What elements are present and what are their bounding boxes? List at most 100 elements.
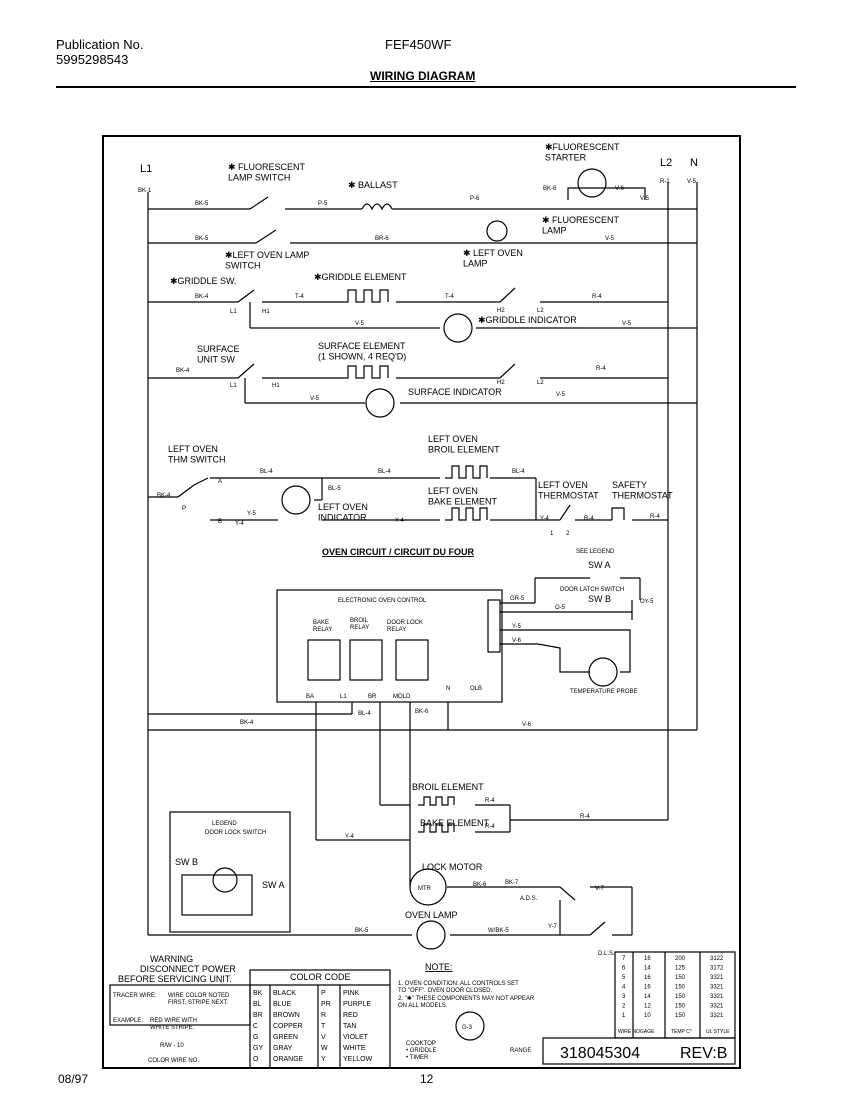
model-number: FEF450WF	[385, 37, 452, 52]
eoc-title: ELECTRONIC OVEN CONTROL	[338, 598, 427, 604]
surface-indicator-icon	[365, 388, 395, 418]
color-code-cell: R	[321, 1012, 326, 1019]
wire-t4-left: T-4	[295, 294, 304, 300]
bake-relay-icon	[307, 639, 341, 681]
color-code-cell: GRAY	[273, 1045, 293, 1052]
terminal-b: B	[218, 519, 222, 525]
wire-bk6-eoc: BK-6	[415, 709, 429, 715]
fluorescent-starter-icon	[577, 168, 607, 198]
oven-circuit-title: OVEN CIRCUIT / CIRCUIT DU FOUR	[322, 547, 474, 557]
wire-table-header: TEMP C°	[671, 1029, 692, 1035]
wire-bl4-mid: BL-4	[378, 469, 391, 475]
eoc-term-olb: OLB	[470, 686, 482, 692]
wire-table-cell: 3321	[710, 994, 724, 1000]
example-label: EXAMPLE:	[113, 1018, 143, 1024]
warning-title: WARNING	[150, 954, 193, 964]
wire-table-cell: 12	[644, 1004, 651, 1010]
temperature-probe-icon	[588, 657, 618, 687]
color-code-cell: BLACK	[273, 990, 296, 997]
terminal-two: 2	[566, 531, 570, 537]
wire-p5: P-5	[318, 201, 328, 207]
wire-table-cell: 3	[622, 994, 626, 1000]
footer-page: 12	[420, 1072, 434, 1086]
wire-bk4-oven: BK-4	[157, 493, 171, 499]
lock-motor-label: LOCK MOTOR	[422, 862, 483, 872]
wire-table-cell: 7	[622, 956, 626, 962]
wire-r4-broil: R-4	[485, 798, 495, 804]
color-code-cell: BL	[253, 1001, 262, 1008]
mtr-label: MTR	[418, 886, 432, 892]
color-code-cell: P	[321, 990, 326, 997]
wire-v5-surface: V-5	[310, 396, 320, 402]
color-code-cell: PURPLE	[343, 1001, 371, 1008]
surface-indicator-label: SURFACE INDICATOR	[408, 387, 502, 397]
g3-label: G-3	[462, 1025, 473, 1031]
sw-b-label: SW B	[588, 594, 611, 604]
wire-y4-mid: Y-4	[395, 518, 404, 524]
color-code-cell: GY	[253, 1045, 263, 1052]
wire-table-cell: 3321	[710, 1004, 724, 1010]
wire-r4-surface: R-4	[596, 366, 606, 372]
wire-bk1: BK-1	[138, 188, 152, 194]
wire-table-cell: 125	[675, 966, 686, 972]
wire-y7: Y-7	[548, 924, 557, 930]
lock-motor-icon	[409, 868, 447, 906]
wire-table-cell: 10	[644, 1013, 651, 1019]
wire-br6: BR-6	[375, 236, 389, 242]
part-number: 318045304	[560, 1045, 640, 1062]
warning-line2: BEFORE SERVICING UNIT.	[118, 974, 232, 984]
door-latch-switch-label: DOOR LATCH SWITCH	[560, 587, 624, 593]
eoc-term-l1: L1	[340, 694, 347, 700]
terminal-l2-surface: L2	[537, 380, 544, 386]
surface-element-label: SURFACE ELEMENT(1 SHOWN, 4 REQ'D)	[318, 341, 406, 361]
color-code-cell: WHITE	[343, 1045, 366, 1052]
example-code: R/W - 10	[160, 1043, 184, 1049]
dls-label: D.L.S.	[598, 951, 615, 957]
diagram-frame	[102, 135, 741, 1069]
eoc-term-n: N	[446, 686, 450, 692]
ground-g3-icon	[455, 1011, 485, 1041]
wire-bl4-left: BL-4	[260, 469, 273, 475]
wire-table-cell: 3172	[710, 966, 724, 972]
legend-sw-b: SW B	[175, 857, 198, 867]
color-code-table	[249, 969, 391, 1069]
wire-table-cell: 14	[644, 994, 651, 1000]
terminal-l1-griddle: L1	[230, 309, 237, 315]
wire-bk5-mid: BK-5	[195, 236, 209, 242]
color-code-cell: T	[321, 1023, 326, 1030]
l2-label: L2	[660, 157, 672, 169]
terminal-a: A	[218, 479, 222, 485]
color-code-cell: C	[253, 1023, 258, 1030]
header-rule	[56, 86, 796, 88]
color-code-cell: COPPER	[273, 1023, 303, 1030]
legend-latch-icon	[212, 867, 238, 893]
wire-table-cell: 150	[675, 1004, 686, 1010]
legend-sw-a: SW A	[262, 880, 285, 890]
wire-v5-n: V-5	[687, 179, 697, 185]
wire-wbk5: W/BK-5	[488, 928, 509, 934]
wire-bk4-bus: BK-4	[240, 720, 254, 726]
legend-box	[169, 811, 291, 933]
wire-v5-griddle: V-5	[355, 321, 365, 327]
diagram-title: WIRING DIAGRAM	[370, 69, 476, 83]
wire-bk6-top: BK-6	[543, 186, 557, 192]
wire-bl4-right: BL-4	[512, 469, 525, 475]
wire-table-cell: 16	[644, 975, 651, 981]
color-code-cell: TAN	[343, 1023, 356, 1030]
eoc-connector	[487, 599, 501, 653]
color-code-cell: W	[321, 1045, 328, 1052]
wire-bk6-motor: BK-6	[473, 882, 487, 888]
wire-v5-surface-r: V-5	[556, 392, 566, 398]
wire-table-cell: 4	[622, 985, 626, 991]
wire-r4-l2: R-4	[580, 814, 590, 820]
terminal-l2-griddle: L2	[537, 308, 544, 314]
wire-v5-top: V-5	[640, 196, 650, 202]
